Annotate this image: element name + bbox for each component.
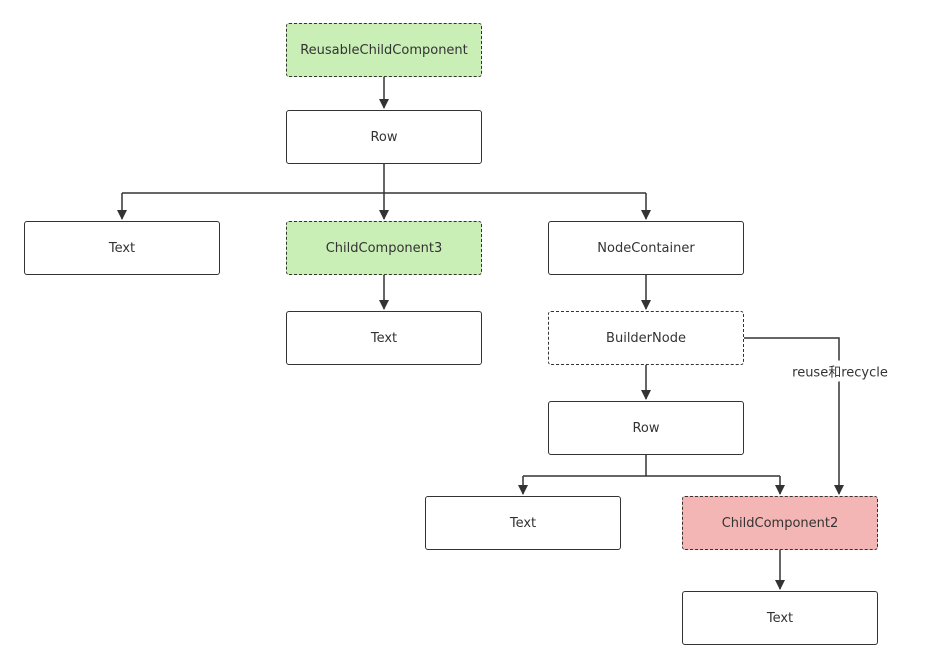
edge-buildernode-to-childcomponent2 [744, 337, 844, 495]
node-label: Text [509, 515, 537, 531]
node-text-bottom-left: Text [425, 496, 621, 550]
node-text-left: Text [24, 221, 220, 275]
node-label: Text [108, 240, 136, 256]
node-row-top: Row [286, 110, 482, 164]
node-label: ChildComponent2 [721, 515, 839, 531]
node-label: ReusableChildComponent [300, 42, 468, 58]
node-label: BuilderNode [606, 330, 686, 346]
node-node-container: NodeContainer [548, 221, 744, 275]
node-label: Row [632, 420, 660, 436]
node-label: Text [766, 610, 794, 626]
node-text-under-child2: Text [682, 591, 878, 645]
node-row-bottom: Row [548, 401, 744, 455]
edge-label-reuse-recycle: reuse和recycle [790, 360, 890, 382]
node-label: NodeContainer [597, 240, 695, 256]
node-label: Row [370, 129, 398, 145]
node-child-component2: ChildComponent2 [682, 496, 878, 550]
node-label: Text [370, 330, 398, 346]
node-text-under-child3: Text [286, 311, 482, 365]
node-label: ChildComponent3 [325, 240, 443, 256]
node-builder-node: BuilderNode [548, 311, 744, 365]
node-reusable-child-component: ReusableChildComponent [286, 23, 482, 77]
node-child-component3: ChildComponent3 [286, 221, 482, 275]
